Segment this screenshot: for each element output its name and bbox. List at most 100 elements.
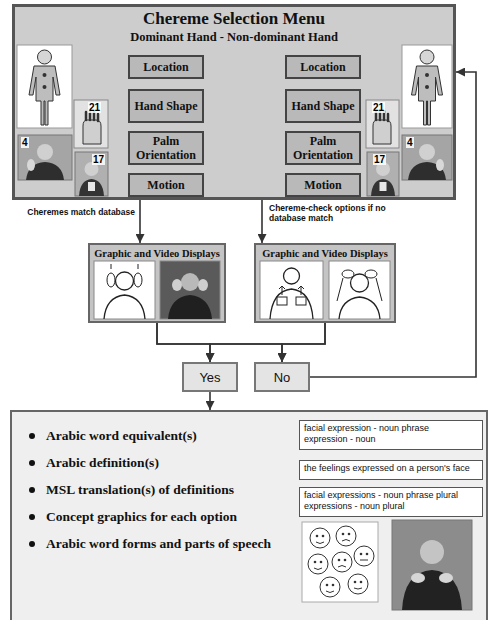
button-label: Palm Orientation [290, 134, 356, 162]
concept-faces-graphic [302, 522, 378, 602]
handshape-card [83, 120, 101, 144]
selection-menu-panel: Chereme Selection MenuDominant Hand - No… [12, 4, 456, 200]
panel-title: Chereme Selection Menu [15, 7, 453, 29]
sign-line-drawing [365, 270, 377, 278]
panel-fill [12, 4, 456, 200]
signer-photo [75, 152, 108, 196]
entry-text: expressions - noun plural [304, 501, 478, 512]
sign-line-drawing [284, 268, 300, 284]
flow-arrow [282, 323, 325, 362]
edge-label: Cheremes match database [26, 207, 136, 217]
callout-number: 17 [92, 154, 105, 165]
concept-faces-graphic [360, 581, 363, 584]
body-location-figure [17, 45, 72, 128]
body-location-figure [412, 66, 443, 125]
panel-fill [10, 4, 488, 620]
sign-line-drawing [94, 261, 155, 319]
menu-button: Location [128, 55, 204, 79]
signer-photo [27, 159, 35, 171]
sign-line-drawing [111, 264, 138, 269]
signer-video-still [392, 520, 472, 610]
bullet-item: Arabic word equivalent(s) [46, 428, 278, 444]
callout-number: 4 [21, 137, 29, 148]
body-location-figure [402, 45, 452, 128]
concept-faces-graphic [344, 559, 347, 562]
panel-title: Graphic and Video Displays [90, 245, 224, 260]
flow-arrow [139, 200, 141, 243]
sign-line-drawing [296, 297, 306, 305]
sign-line-drawing [337, 278, 382, 301]
concept-faces-graphic [348, 574, 368, 594]
entry-text: the feelings expressed on a person's fac… [304, 463, 478, 474]
concept-faces-graphic [348, 533, 351, 536]
concept-faces-graphic [342, 533, 345, 536]
button-label: Hand Shape [134, 99, 197, 113]
signer-photo [371, 179, 395, 196]
menu-button: Palm Orientation [128, 131, 204, 165]
sign-line-drawing [277, 297, 287, 305]
menu-button: Motion [285, 173, 361, 197]
sign-video-still [168, 295, 212, 319]
signer-photo [18, 135, 72, 180]
body-location-figure [38, 50, 52, 64]
decision-box: Yes [182, 362, 238, 392]
panel-subtitle: Dominant Hand - Non-dominant Hand [15, 29, 453, 45]
flow-arrow [210, 323, 325, 362]
signer-photo [367, 152, 399, 196]
sign-video-still [181, 273, 199, 291]
flow-arrow [261, 200, 263, 243]
sign-line-drawing [329, 261, 390, 319]
sign-line-drawing [339, 297, 380, 319]
body-location-figure [43, 85, 47, 89]
decision-label: No [274, 370, 291, 385]
sign-line-drawing [342, 270, 354, 278]
handshape-card [74, 100, 108, 148]
signer-photo [75, 152, 108, 196]
menu-button: Hand Shape [285, 89, 361, 123]
button-label: Hand Shape [291, 99, 354, 113]
signer-photo [402, 135, 452, 180]
sign-line-drawing [270, 289, 313, 319]
concept-faces-graphic [354, 588, 362, 589]
signer-photo [37, 144, 53, 160]
sign-line-drawing [107, 273, 115, 287]
concept-faces-graphic [314, 540, 368, 593]
bullet-item: MSL translation(s) of definitions [46, 482, 278, 498]
concept-faces-graphic [360, 553, 363, 556]
concept-faces-graphic [314, 533, 369, 587]
body-location-figure [425, 73, 429, 77]
display-panel: Graphic and Video Displays [254, 243, 396, 323]
sign-line-drawing [134, 273, 142, 287]
sign-line-drawing [260, 261, 323, 319]
signer-photo [18, 135, 72, 180]
body-location-figure [17, 45, 72, 128]
concept-faces-graphic [314, 561, 317, 564]
concept-faces-graphic [336, 526, 356, 546]
signer-photo [380, 182, 387, 191]
button-label: Motion [147, 178, 184, 192]
menu-button: Location [285, 55, 361, 79]
concept-faces-graphic [314, 568, 322, 570]
entry-box: the feelings expressed on a person's fac… [299, 460, 483, 480]
body-location-figure [425, 85, 429, 89]
menu-button: Motion [128, 173, 204, 197]
sign-line-drawing [279, 286, 304, 295]
entry-text: facial expressions - noun phrase plural [304, 490, 478, 501]
body-location-figure [43, 73, 47, 77]
handshape-card [373, 120, 391, 144]
concept-faces-graphic [316, 535, 319, 538]
concept-faces-graphic [322, 535, 325, 538]
edge-label: Chereme-check options if no database mat… [268, 203, 420, 223]
concept-faces-graphic [308, 554, 328, 574]
signer-photo [402, 135, 452, 180]
button-label: Motion [304, 178, 341, 192]
signer-video-still [439, 573, 453, 583]
panel-fill [88, 243, 226, 323]
concept-faces-graphic [320, 577, 340, 597]
callout-number: 21 [88, 102, 101, 113]
sign-video-still [160, 261, 220, 319]
display-panel: Graphic and Video Displays [88, 243, 226, 323]
signer-photo [367, 152, 399, 196]
